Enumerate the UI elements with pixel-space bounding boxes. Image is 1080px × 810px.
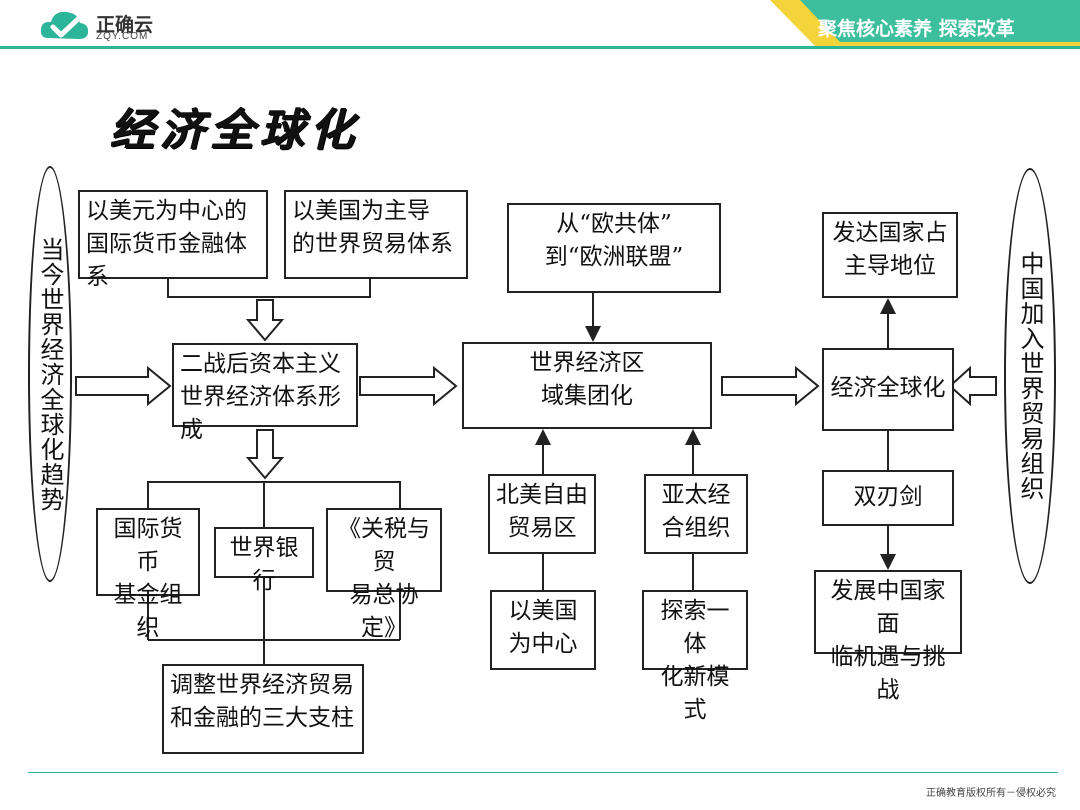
us-center-line-2: 为中心 bbox=[508, 631, 578, 657]
blocs-line-2: 域集团化 bbox=[541, 383, 633, 409]
developed-line-2: 主导地位 bbox=[844, 253, 936, 279]
ec-line-1: 从“欧共体” bbox=[556, 211, 672, 237]
us-trade-line-1: 以美国为主导 bbox=[292, 198, 430, 224]
three-pillars-box: 调整世界经济贸易 和金融的三大支柱 bbox=[162, 664, 364, 754]
trend-ellipse: 当今世界经济全球化趋势 bbox=[28, 166, 72, 582]
new-model-box: 探索一体 化新模式 bbox=[642, 590, 748, 723]
challenge-line-2: 临机遇与挑战 bbox=[830, 644, 946, 703]
new-model-line-2: 化新模式 bbox=[660, 664, 730, 723]
globalization-label: 经济全球化 bbox=[830, 375, 946, 401]
blocs-line-1: 世界经济区 bbox=[529, 350, 645, 376]
pillars-line-2: 和金融的三大支柱 bbox=[170, 705, 354, 731]
apec-box: 亚太经 合组织 bbox=[644, 474, 748, 554]
logo-icon bbox=[40, 11, 89, 39]
ec-line-2: 到“欧洲联盟” bbox=[544, 244, 684, 270]
nafta-box: 北美自由 贸易区 bbox=[488, 474, 596, 554]
us-center-line-1: 以美国 bbox=[508, 598, 578, 624]
header: 正确云 ZQY.COM 聚焦核心素养 探索改革 bbox=[0, 0, 1080, 58]
gatt-box: 《关税与贸 易总协定》 bbox=[326, 508, 442, 641]
copyright-notice: 正确教育版权所有－侵权必究 bbox=[926, 788, 1056, 799]
brand-name: 正确云 bbox=[96, 14, 154, 36]
postwar-system-box: 二战后资本主义 世界经济体系形成 bbox=[172, 343, 358, 443]
footer-divider bbox=[28, 772, 1058, 773]
header-slogan: 聚焦核心素养 探索改革 bbox=[818, 18, 1015, 40]
header-banner bbox=[770, 0, 1080, 46]
usd-finance-line-2: 国际货币金融体系 bbox=[86, 231, 247, 290]
challenge-line-1: 发展中国家面 bbox=[830, 578, 946, 637]
world-bank-label: 世界银行 bbox=[229, 535, 299, 594]
gatt-line-2: 易总协定》 bbox=[349, 582, 419, 641]
gatt-line-1: 《关税与贸 bbox=[338, 516, 430, 575]
page-title: 经济全球化 bbox=[110, 105, 360, 156]
imf-box: 国际货币 基金组织 bbox=[96, 508, 200, 641]
us-trade-line-2: 的世界贸易体系 bbox=[292, 231, 453, 257]
apec-line-2: 合组织 bbox=[661, 515, 731, 541]
nafta-line-2: 贸易区 bbox=[507, 515, 577, 541]
header-divider bbox=[0, 46, 1080, 49]
world-bank-box: 世界银行 bbox=[214, 527, 314, 594]
developed-lead-box: 发达国家占 主导地位 bbox=[822, 212, 958, 298]
apec-line-1: 亚太经 bbox=[661, 482, 731, 508]
double-edged-label: 双刃剑 bbox=[853, 484, 923, 510]
pillars-line-1: 调整世界经济贸易 bbox=[170, 672, 354, 698]
opportunity-challenge-box: 发展中国家面 临机遇与挑战 bbox=[814, 570, 962, 703]
double-edged-box: 双刃剑 bbox=[822, 470, 954, 526]
trend-text: 当今世界经济全球化趋势 bbox=[36, 236, 64, 512]
nafta-line-1: 北美自由 bbox=[496, 482, 588, 508]
developed-line-1: 发达国家占 bbox=[832, 220, 948, 246]
us-trade-box: 以美国为主导 的世界贸易体系 bbox=[284, 190, 468, 279]
usd-finance-box: 以美元为中心的 国际货币金融体系 bbox=[78, 190, 268, 290]
postwar-line-1: 二战后资本主义 bbox=[180, 351, 341, 377]
usd-finance-line-1: 以美元为中心的 bbox=[86, 198, 247, 224]
imf-line-2: 基金组织 bbox=[113, 582, 183, 641]
china-wto-ellipse: 中国加入世界贸易组织 bbox=[1004, 168, 1056, 584]
globalization-box: 经济全球化 bbox=[822, 348, 954, 431]
brand-url: ZQY.COM bbox=[96, 31, 149, 42]
postwar-line-2: 世界经济体系形成 bbox=[180, 384, 341, 443]
china-wto-text: 中国加入世界贸易组织 bbox=[1016, 251, 1044, 501]
regional-blocs-box: 世界经济区 域集团化 bbox=[462, 342, 712, 429]
us-center-box: 以美国 为中心 bbox=[490, 590, 596, 670]
new-model-line-1: 探索一体 bbox=[660, 598, 730, 657]
imf-line-1: 国际货币 bbox=[113, 516, 183, 575]
ec-to-eu-box: 从“欧共体” 到“欧洲联盟” bbox=[507, 203, 721, 293]
